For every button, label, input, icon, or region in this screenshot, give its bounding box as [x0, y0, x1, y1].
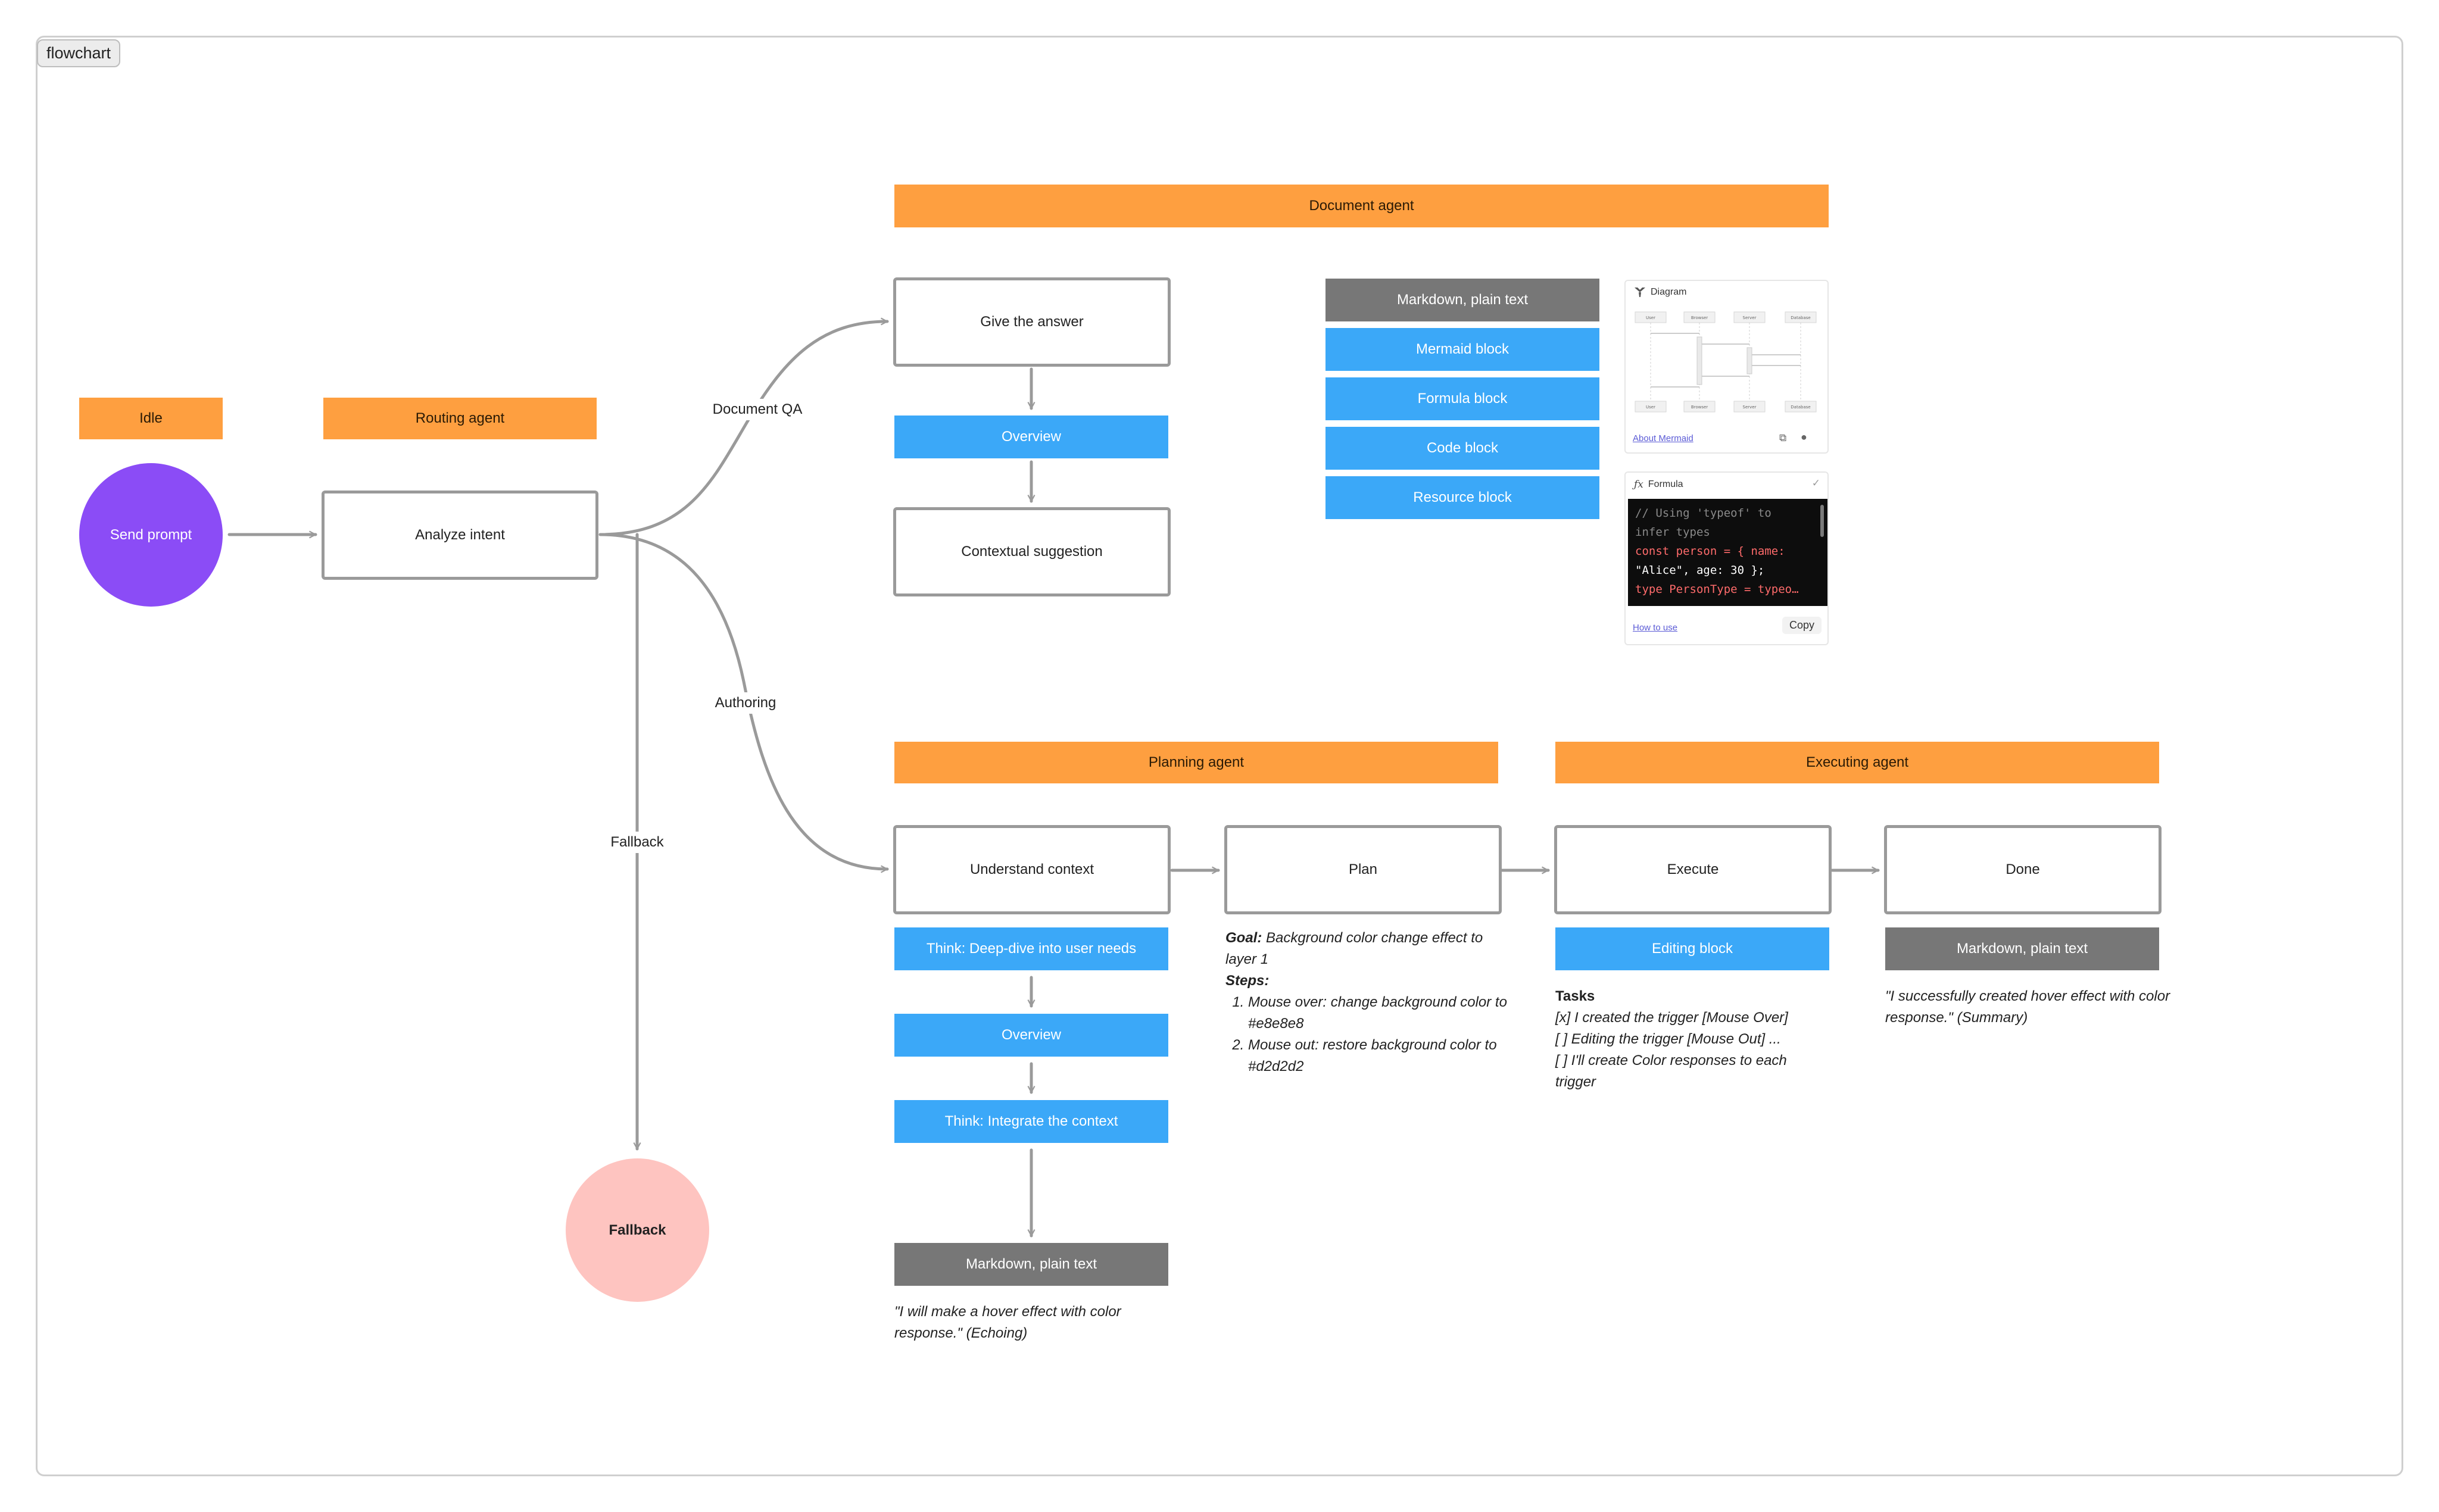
- edge-label-fallback: Fallback: [606, 832, 669, 853]
- edge-authoring: [598, 533, 889, 869]
- markdown-done-block[interactable]: Markdown, plain text: [1885, 927, 2159, 970]
- info-icon[interactable]: ●: [1801, 431, 1807, 443]
- stage-document-agent: Document agent: [894, 185, 1829, 227]
- plan-steps-list: Mouse over: change background color to #…: [1225, 992, 1511, 1077]
- task-item: [x] I created the trigger [Mouse Over]: [1555, 1010, 1788, 1026]
- stage-idle: Idle: [79, 398, 223, 439]
- plan-node[interactable]: Plan: [1224, 825, 1502, 914]
- mermaid-icon: [1635, 288, 1645, 297]
- planning-echo-note: "I will make a hover effect with color r…: [894, 1304, 1121, 1341]
- overview-doc-block[interactable]: Overview: [894, 416, 1168, 458]
- formula-card-title: Formula: [1648, 479, 1683, 489]
- output-code-block[interactable]: Code block: [1325, 427, 1599, 470]
- about-mermaid-link[interactable]: About Mermaid: [1633, 433, 1693, 443]
- understand-context-node[interactable]: Understand context: [893, 825, 1171, 914]
- actor-bottom-1: Browser: [1691, 405, 1708, 410]
- contextual-suggestion-node[interactable]: Contextual suggestion: [893, 507, 1171, 596]
- stage-routing-agent: Routing agent: [323, 398, 597, 439]
- frame-tag[interactable]: flowchart: [37, 39, 121, 67]
- output-markdown-block[interactable]: Markdown, plain text: [1325, 279, 1599, 321]
- code-line-5: type PersonType = typeo…: [1635, 583, 1799, 596]
- send-prompt-node[interactable]: Send prompt: [79, 463, 223, 607]
- plan-goal-label: Goal:: [1225, 930, 1262, 946]
- code-line-3: const person = { name:: [1635, 545, 1785, 558]
- stage-executing-agent: Executing agent: [1555, 742, 2159, 783]
- copy-button[interactable]: Copy: [1782, 617, 1822, 634]
- code-line-1: // Using 'typeof' to: [1635, 507, 1771, 520]
- analyze-intent-node[interactable]: Analyze intent: [322, 491, 598, 580]
- formula-card-header: ƒx Formula: [1634, 479, 1683, 491]
- plan-step: Mouse out: restore background color to #…: [1248, 1035, 1511, 1077]
- output-mermaid-block[interactable]: Mermaid block: [1325, 328, 1599, 371]
- actor-bottom-0: User: [1646, 405, 1655, 410]
- plan-steps-label: Steps:: [1225, 973, 1270, 989]
- task-item: [ ] I'll create Color responses to each …: [1555, 1052, 1787, 1090]
- code-line-4: "Alice", age: 30 };: [1635, 564, 1765, 577]
- actor-bottom-2: Server: [1743, 405, 1757, 410]
- editing-block[interactable]: Editing block: [1555, 927, 1829, 970]
- edge-label-authoring: Authoring: [710, 692, 781, 714]
- plan-note: Goal: Background color change effect to …: [1225, 927, 1511, 1077]
- canvas-frame: [36, 36, 2403, 1476]
- copy-icon[interactable]: ⧉: [1779, 432, 1787, 443]
- actor-top-3: Database: [1791, 315, 1810, 320]
- think-integrate-block[interactable]: Think: Integrate the context: [894, 1100, 1168, 1143]
- formula-fx-icon: ƒx: [1634, 479, 1643, 491]
- actor-top-1: Browser: [1691, 315, 1708, 320]
- edge-document-qa: [598, 321, 889, 536]
- output-formula-block[interactable]: Formula block: [1325, 377, 1599, 420]
- done-summary-note: "I successfully created hover effect wit…: [1885, 988, 2170, 1026]
- diagram-card: Diagram User Browser Server Database Use…: [1624, 280, 1829, 454]
- give-answer-node[interactable]: Give the answer: [893, 277, 1171, 367]
- task-item: [ ] Editing the trigger [Mouse Out] ...: [1555, 1031, 1781, 1047]
- stage-planning-agent: Planning agent: [894, 742, 1498, 783]
- plan-goal: Background color change effect to layer …: [1225, 930, 1483, 967]
- actor-top-2: Server: [1743, 315, 1757, 320]
- think-deep-dive-block[interactable]: Think: Deep-dive into user needs: [894, 927, 1168, 970]
- formula-code-block: // Using 'typeof' to infer types const p…: [1628, 499, 1827, 606]
- markdown-plan-block[interactable]: Markdown, plain text: [894, 1243, 1168, 1286]
- code-scrollbar[interactable]: [1820, 505, 1824, 537]
- plan-step: Mouse over: change background color to #…: [1248, 992, 1511, 1035]
- overview-plan-block[interactable]: Overview: [894, 1014, 1168, 1057]
- tasks-note: Tasks [x] I created the trigger [Mouse O…: [1555, 986, 1829, 1093]
- execute-node[interactable]: Execute: [1554, 825, 1832, 914]
- check-icon: ✓: [1811, 477, 1820, 489]
- code-line-2: infer types: [1635, 526, 1710, 539]
- actor-bottom-3: Database: [1791, 405, 1810, 410]
- tasks-label: Tasks: [1555, 988, 1595, 1004]
- edge-label-document-qa: Document QA: [707, 399, 807, 420]
- actor-top-0: User: [1646, 315, 1655, 320]
- done-node[interactable]: Done: [1884, 825, 2162, 914]
- diagram-card-header: Diagram: [1634, 287, 1686, 298]
- formula-card: ƒx Formula ✓ // Using 'typeof' to infer …: [1624, 471, 1829, 645]
- diagram-card-title: Diagram: [1651, 287, 1687, 297]
- how-to-use-link[interactable]: How to use: [1633, 623, 1678, 633]
- sequence-diagram-thumbnail: User Browser Server Database User Browse…: [1635, 311, 1817, 413]
- output-resource-block[interactable]: Resource block: [1325, 476, 1599, 519]
- fallback-node[interactable]: Fallback: [566, 1158, 709, 1302]
